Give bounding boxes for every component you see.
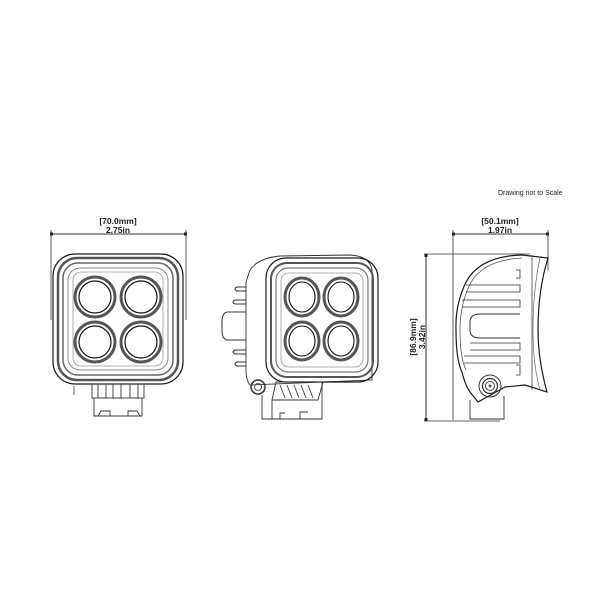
iso-bracket (261, 381, 324, 420)
height-dimension-line (424, 253, 530, 422)
front-lenses (73, 275, 163, 364)
drawing-scale-note: Drawing not to Scale (498, 190, 563, 197)
depth-dimension-label: [50.1mm] 1.97in (470, 217, 530, 235)
width-dimension-line (50, 230, 187, 320)
depth-in: 1.97in (487, 225, 513, 235)
side-pivot-bolt (478, 374, 502, 398)
side-view (424, 230, 549, 422)
side-cooling-fins (462, 269, 521, 376)
front-view (50, 230, 187, 417)
isometric-view (221, 254, 379, 420)
front-bracket (73, 383, 145, 417)
depth-mm: [50.1mm] (481, 216, 519, 226)
width-dimension-label: [70.0mm] 2.75in (88, 217, 148, 235)
depth-dimension-line (452, 230, 549, 420)
iso-pivot-knob (250, 379, 266, 395)
iso-cooling-fins (221, 286, 246, 367)
width-in: 2.75in (105, 225, 131, 235)
iso-lenses (283, 276, 360, 362)
front-housing-outer (52, 253, 184, 385)
side-bracket (469, 396, 505, 420)
width-mm: [70.0mm] (99, 216, 137, 226)
